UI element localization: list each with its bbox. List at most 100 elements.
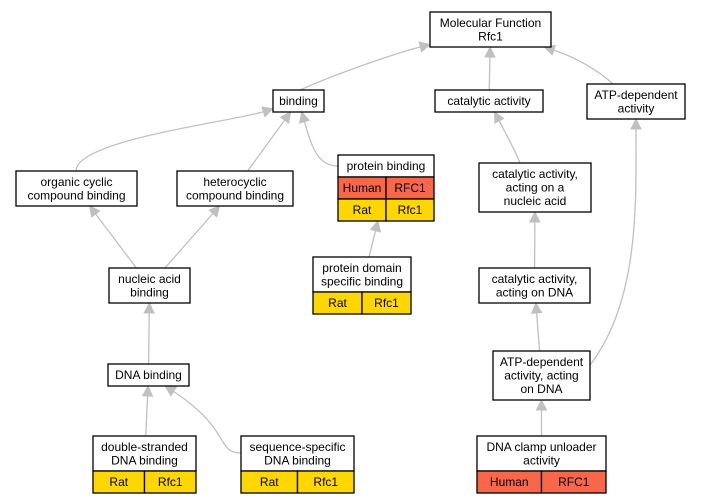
arrow-head — [88, 205, 101, 218]
edge-line — [145, 395, 149, 437]
node-box — [107, 363, 190, 387]
arrow-head — [484, 45, 496, 58]
arrow-head — [298, 110, 311, 124]
arrow-head — [535, 398, 548, 411]
node-label-line: Molecular Function — [440, 16, 541, 30]
node-box — [240, 435, 355, 472]
node-label-line: compound binding — [27, 188, 125, 202]
arrow-head — [530, 301, 543, 314]
human-annotation-cell[interactable]: RFC1 — [540, 470, 607, 494]
rat-annotation-cell[interactable]: Rfc1 — [296, 470, 355, 494]
node-label-line: specific binding — [321, 274, 403, 288]
rat-annotation-cell[interactable]: Rfc1 — [361, 291, 412, 315]
edges-layer — [75, 41, 642, 454]
node-label-line: sequence-specific — [249, 440, 345, 454]
node-dnab[interactable]: DNA binding — [107, 363, 190, 387]
rat-annotation-cell[interactable]: Rfc1 — [143, 470, 197, 494]
node-label-line: acting on DNA — [496, 285, 573, 299]
node-box — [478, 162, 592, 213]
cell-label: Rfc1 — [374, 296, 399, 310]
cell-label: RFC1 — [394, 181, 426, 195]
edge-catna-to-catalytic — [494, 111, 521, 164]
arrow-head — [529, 210, 541, 223]
edge-atpdep-to-mf — [543, 44, 614, 85]
node-box — [176, 170, 294, 207]
edge-binding-to-mf — [299, 41, 432, 91]
arrow-head — [164, 385, 178, 397]
edge-atpdna-to-atpdep — [589, 117, 642, 366]
arrow-head — [143, 301, 155, 314]
node-binding[interactable]: binding — [272, 89, 325, 113]
edge-line — [299, 46, 421, 91]
cell-label: Rat — [109, 475, 128, 489]
edge-dnab-to-nucleic — [143, 301, 155, 365]
rat-annotation-cell[interactable]: Rat — [92, 470, 146, 494]
node-label-line: activity — [618, 101, 655, 115]
edge-line — [247, 119, 286, 172]
rat-annotation-cell[interactable]: Rat — [240, 470, 299, 494]
edge-line — [368, 230, 377, 258]
rat-annotation-cell[interactable]: Rat — [312, 291, 363, 315]
cell-bg — [296, 470, 355, 494]
edge-nucleic-to-organic — [88, 205, 137, 269]
edge-line — [147, 312, 150, 365]
rat-annotation-cell[interactable]: Rfc1 — [385, 198, 435, 222]
cell-label: Rat — [260, 475, 279, 489]
human-annotation-cell[interactable]: RFC1 — [385, 176, 435, 200]
arrow-head — [261, 106, 275, 118]
node-box — [478, 267, 591, 304]
edge-line — [95, 213, 137, 269]
node-label-line: activity, acting — [504, 369, 578, 383]
edge-protein-to-binding — [298, 110, 339, 167]
node-label-line: activity — [523, 453, 560, 467]
node-label-line: catalytic activity, — [492, 272, 578, 286]
node-label-line: binding — [279, 94, 318, 108]
arrow-head — [369, 219, 382, 233]
cell-label: Human — [490, 475, 529, 489]
node-label-line: catalytic activity, — [492, 167, 578, 181]
node-catalytic[interactable]: catalytic activity — [434, 89, 544, 113]
edge-line — [164, 213, 214, 269]
node-label-line: catalytic activity — [447, 94, 530, 108]
cell-label: Rfc1 — [398, 203, 423, 217]
edge-nucleic-to-hetero — [164, 205, 221, 269]
node-label-line: protein domain — [322, 261, 401, 275]
node-label-line: binding — [130, 285, 169, 299]
node-label-line: protein binding — [347, 159, 426, 173]
node-label-line: DNA clamp unloader — [486, 440, 596, 454]
edge-line — [553, 49, 614, 85]
cell-label: Human — [343, 181, 382, 195]
node-box — [492, 350, 591, 401]
edge-catdna-to-catna — [529, 210, 541, 269]
edge-line — [173, 390, 242, 454]
edge-catalytic-to-mf — [484, 45, 496, 91]
arrow-head — [418, 41, 432, 53]
human-annotation-cell[interactable]: Human — [476, 470, 543, 494]
cell-bg — [385, 198, 435, 222]
node-catdna[interactable]: catalytic activity,acting on DNA — [478, 267, 591, 304]
node-label-line: acting on a — [506, 181, 565, 195]
rat-annotation-cell[interactable]: Rat — [337, 198, 387, 222]
node-label-line: on DNA — [520, 382, 562, 396]
edge-dsdna-to-dnab — [141, 384, 154, 437]
edge-hetero-to-binding — [247, 111, 292, 172]
node-label-line: Rfc1 — [478, 29, 503, 43]
human-annotation-cell[interactable]: Human — [337, 176, 387, 200]
cell-bg — [540, 470, 607, 494]
node-box — [108, 267, 191, 304]
